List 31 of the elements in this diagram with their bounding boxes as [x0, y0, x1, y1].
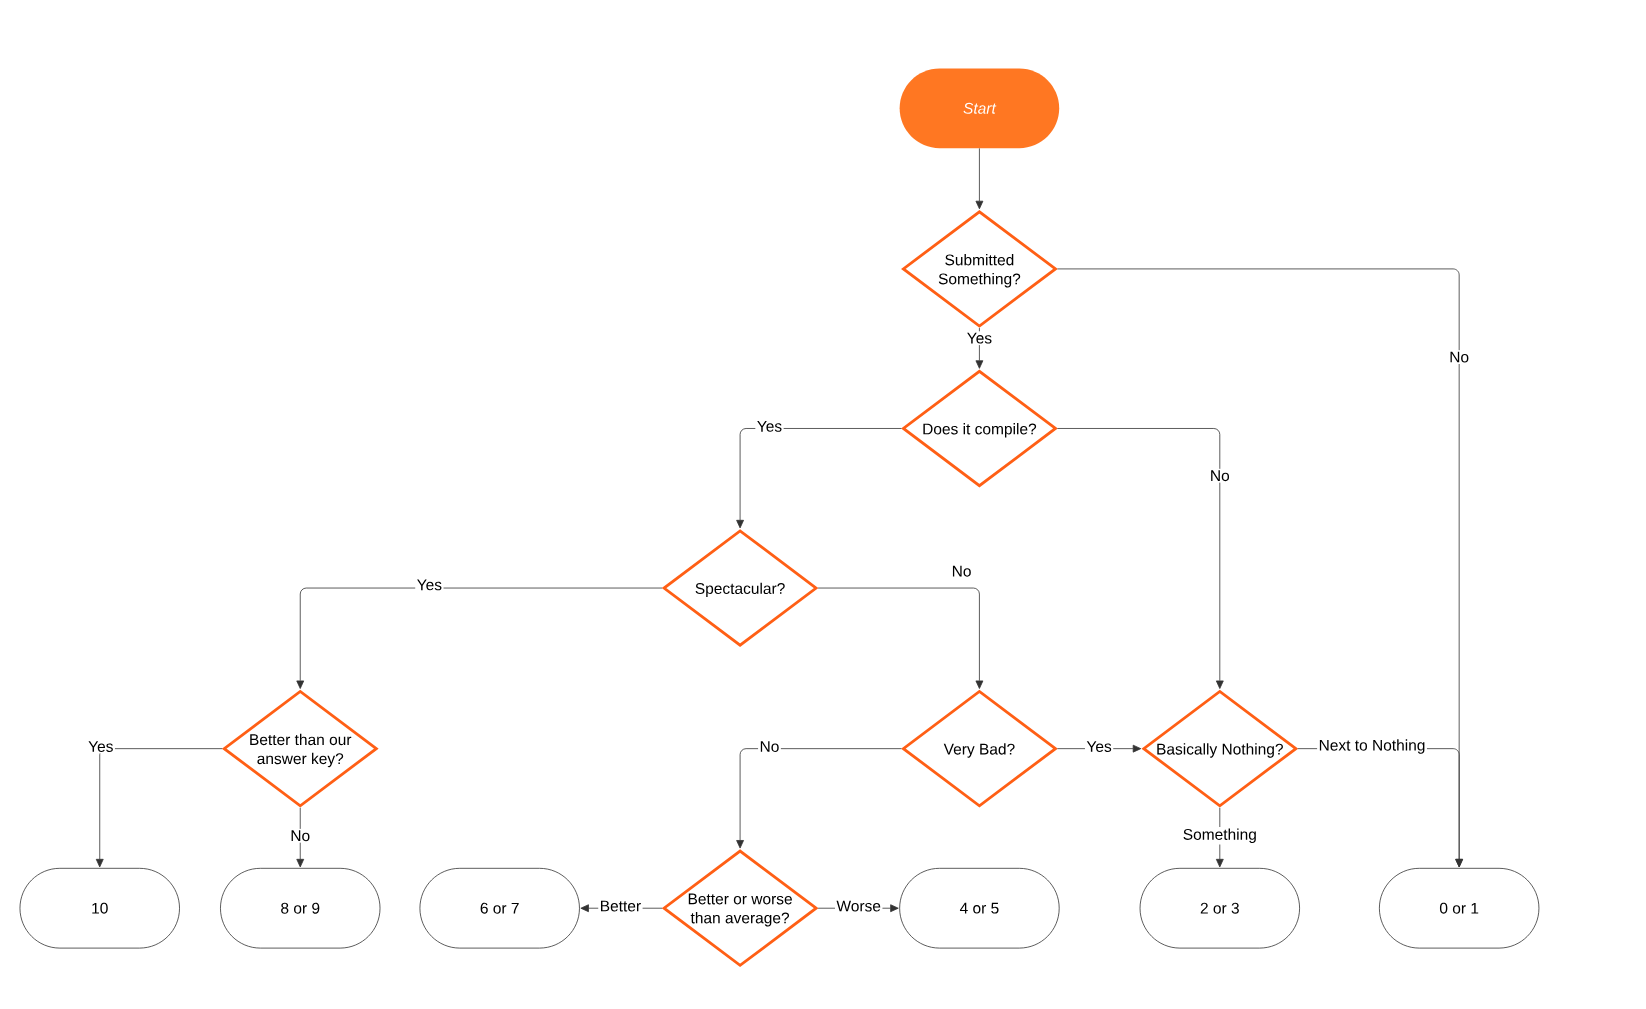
edge-label: Yes: [415, 578, 444, 592]
terminal-box: 8 or 9: [220, 867, 381, 949]
terminal-box: 2 or 3: [1139, 867, 1300, 949]
edge-label: Next to Nothing: [1317, 737, 1427, 756]
terminal-box: 4 or 5: [899, 867, 1060, 949]
edge-label: Yes: [86, 739, 115, 754]
arrow: [975, 148, 984, 210]
arrow: [95, 748, 223, 868]
arrow: [1057, 428, 1224, 689]
edge-label: Yes: [1084, 739, 1114, 754]
arrow: [736, 428, 902, 529]
terminal-box: 6 or 7: [419, 867, 580, 949]
arrow: [296, 587, 663, 689]
edge-label: No: [288, 828, 312, 843]
edge-label: No: [1447, 350, 1471, 364]
arrow: [1215, 807, 1224, 868]
edge-label: No: [758, 739, 781, 754]
edge-label: Something: [1181, 827, 1259, 845]
edge-label: No: [950, 564, 973, 579]
terminal-box: 10: [19, 867, 180, 949]
arrow: [817, 587, 984, 689]
edge-label: No: [1208, 468, 1232, 483]
edge-label: Yes: [755, 419, 784, 434]
edge-label: Worse: [834, 899, 883, 913]
arrow: [736, 748, 902, 849]
edge-label: Better: [598, 899, 643, 913]
edge-label: Yes: [965, 331, 994, 346]
terminal-box: 0 or 1: [1379, 867, 1540, 949]
arrow: [975, 327, 984, 369]
arrow: [296, 807, 305, 868]
start-terminal: Start: [899, 68, 1060, 149]
